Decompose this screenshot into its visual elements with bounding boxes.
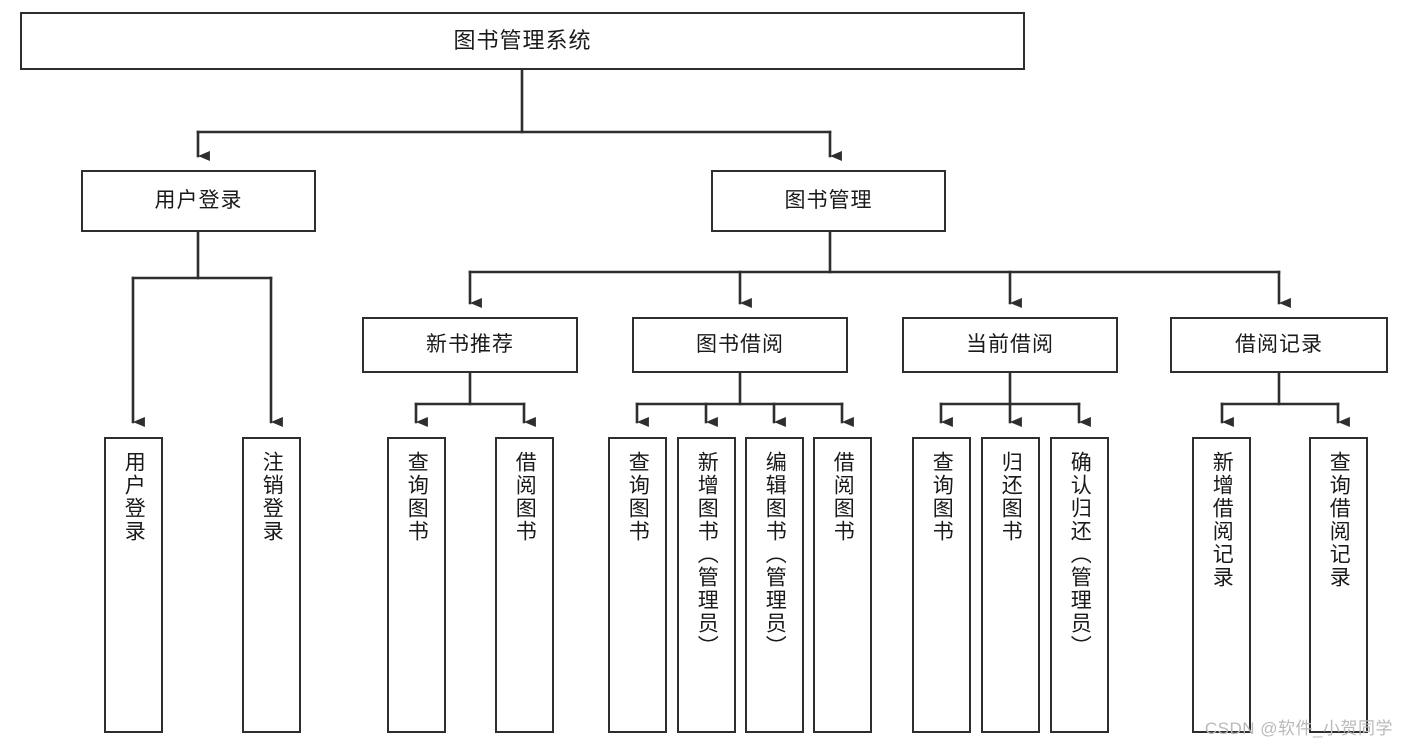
node-leaf-add-borrow-record[interactable]: 新增借阅记录 — [1192, 437, 1251, 733]
node-label: 查询图书 — [405, 451, 429, 543]
node-label: 当前借阅 — [966, 333, 1054, 357]
node-label: 图书管理 — [784, 189, 873, 213]
node-label: 新增图书（管理员） — [695, 451, 719, 658]
node-label: 用户登录 — [122, 451, 146, 543]
node-label: 用户登录 — [154, 189, 243, 213]
watermark-csdn: CSDN @软件_小贺同学 — [1204, 719, 1393, 738]
node-book-management[interactable]: 图书管理 — [711, 170, 946, 232]
node-label: 新书推荐 — [426, 333, 514, 357]
node-leaf-query-borrow-record[interactable]: 查询借阅记录 — [1309, 437, 1368, 733]
node-new-book-recommend[interactable]: 新书推荐 — [362, 317, 578, 373]
node-label: 查询图书 — [626, 451, 650, 543]
node-label: 注销登录 — [260, 451, 284, 543]
node-label: 新增借阅记录 — [1210, 451, 1234, 589]
node-label: 借阅记录 — [1235, 333, 1323, 357]
node-leaf-query-book-recommend[interactable]: 查询图书 — [387, 437, 446, 733]
node-leaf-return-book[interactable]: 归还图书 — [981, 437, 1040, 733]
node-current-borrow[interactable]: 当前借阅 — [902, 317, 1118, 373]
node-leaf-confirm-return-admin[interactable]: 确认归还（管理员） — [1050, 437, 1109, 733]
node-label: 确认归还（管理员） — [1068, 451, 1092, 658]
node-leaf-user-login[interactable]: 用户登录 — [104, 437, 163, 733]
node-user-login[interactable]: 用户登录 — [81, 170, 316, 232]
node-label: 图书管理系统 — [453, 27, 592, 53]
node-borrow-record[interactable]: 借阅记录 — [1170, 317, 1388, 373]
node-leaf-edit-book-admin[interactable]: 编辑图书（管理员） — [745, 437, 804, 733]
node-root-system[interactable]: 图书管理系统 — [20, 12, 1025, 70]
node-leaf-borrow-book[interactable]: 借阅图书 — [813, 437, 872, 733]
node-label: 借阅图书 — [831, 451, 855, 543]
node-label: 查询借阅记录 — [1327, 451, 1351, 589]
node-leaf-logout[interactable]: 注销登录 — [242, 437, 301, 733]
node-label: 归还图书 — [999, 451, 1023, 543]
node-leaf-query-book-current[interactable]: 查询图书 — [912, 437, 971, 733]
node-label: 查询图书 — [930, 451, 954, 543]
node-book-borrow[interactable]: 图书借阅 — [632, 317, 848, 373]
node-leaf-query-book-borrow[interactable]: 查询图书 — [608, 437, 667, 733]
node-label: 图书借阅 — [696, 333, 784, 357]
node-label: 借阅图书 — [513, 451, 537, 543]
node-leaf-borrow-book-recommend[interactable]: 借阅图书 — [495, 437, 554, 733]
node-leaf-add-book-admin[interactable]: 新增图书（管理员） — [677, 437, 736, 733]
node-label: 编辑图书（管理员） — [763, 451, 787, 658]
